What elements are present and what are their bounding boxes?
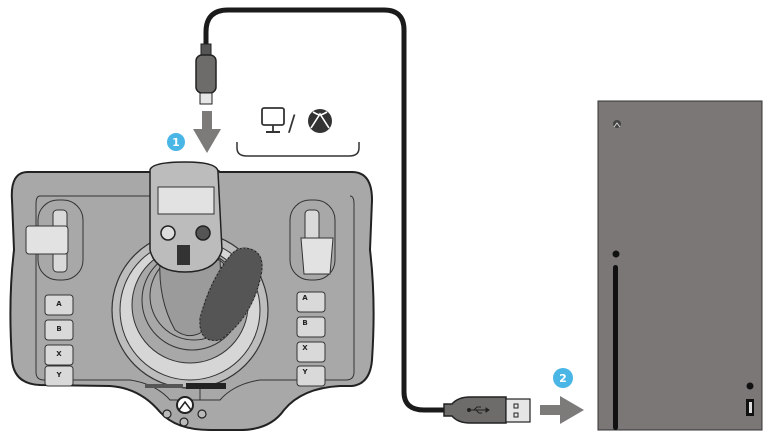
- target-callout: /: [236, 107, 360, 157]
- step-1-number: 1: [172, 136, 180, 149]
- left-button-column: A B X Y: [44, 294, 74, 387]
- disc-slot: [613, 265, 618, 430]
- button-x-right[interactable]: [296, 341, 326, 363]
- button-a-right[interactable]: [296, 291, 326, 313]
- view-button[interactable]: [162, 409, 172, 419]
- right-throttle: [289, 199, 336, 281]
- button-a-right-label: A: [302, 294, 308, 302]
- xbox-guide-button[interactable]: [176, 396, 194, 414]
- usb-a-plug: [443, 396, 531, 424]
- button-x-left-label: X: [56, 350, 62, 358]
- menu-button[interactable]: [197, 409, 207, 419]
- button-y-left-label: Y: [55, 371, 62, 379]
- button-x-left[interactable]: [44, 344, 74, 366]
- button-y-left[interactable]: [44, 365, 74, 387]
- arrow-right-icon: [540, 396, 584, 424]
- power-button[interactable]: [612, 250, 620, 258]
- joystick: [149, 161, 223, 337]
- button-b-right-label: B: [302, 319, 307, 327]
- step-1-badge: 1: [167, 133, 185, 151]
- button-a-left-label: A: [56, 300, 62, 308]
- xbox-logo-icon: [308, 109, 332, 133]
- button-b-right[interactable]: [296, 316, 326, 338]
- usb-c-plug: [195, 43, 217, 105]
- button-x-right-label: X: [302, 344, 308, 352]
- monitor-icon: [261, 107, 285, 133]
- button-b-left[interactable]: [44, 319, 74, 341]
- brand-plate: [186, 383, 226, 389]
- separator-text: /: [288, 112, 296, 137]
- step-2-number: 2: [559, 372, 567, 385]
- xbox-logo-icon: [613, 120, 621, 128]
- pairing-button[interactable]: [746, 382, 754, 390]
- share-button[interactable]: [179, 417, 189, 427]
- right-button-column: A B X Y: [296, 291, 326, 387]
- xbox-console: [597, 100, 763, 431]
- button-y-right[interactable]: [296, 365, 326, 387]
- button-a-left[interactable]: [44, 294, 74, 316]
- usb-cable: [203, 7, 446, 413]
- hotas-controller: A B X Y A B X Y: [9, 161, 375, 431]
- usb-symbol-icon: [467, 406, 490, 414]
- button-b-left-label: B: [56, 325, 61, 333]
- arrow-down-icon: [193, 111, 221, 153]
- left-throttle: [25, 199, 84, 281]
- step-2-badge: 2: [553, 368, 573, 388]
- button-y-right-label: Y: [301, 368, 308, 376]
